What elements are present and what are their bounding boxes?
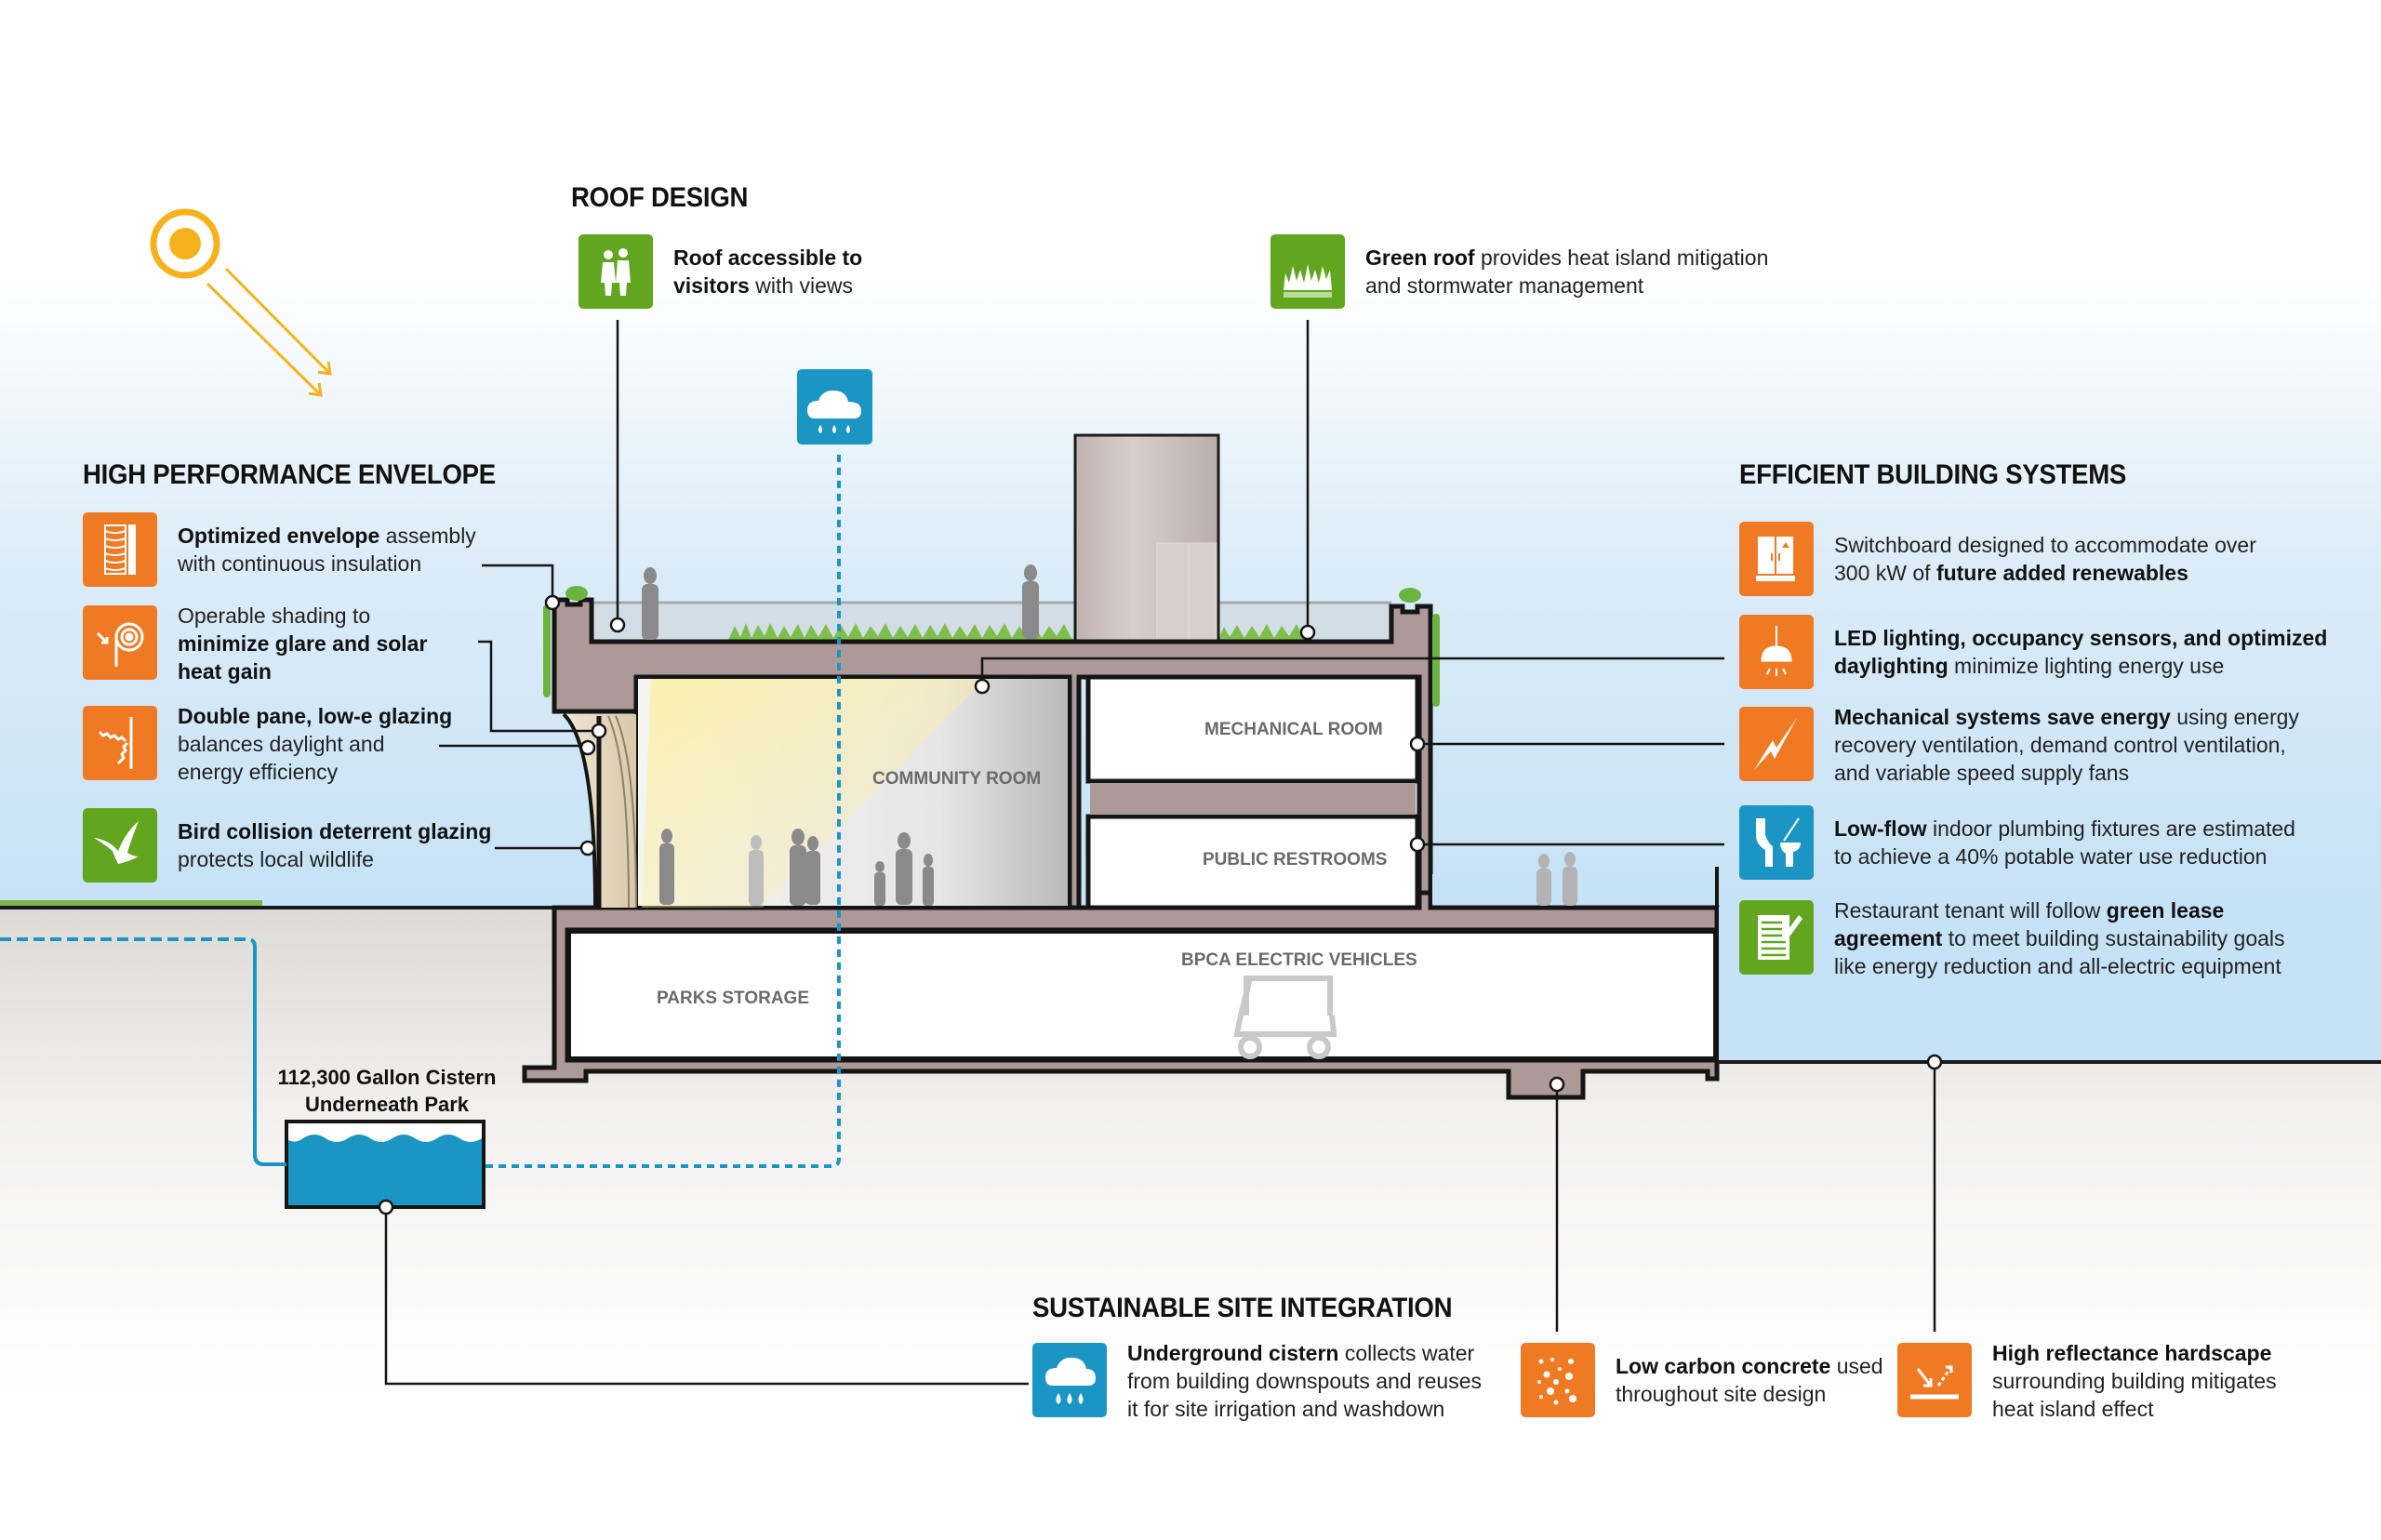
feature-systems-4: Restaurant tenant will follow green leas… — [1739, 898, 2285, 980]
mechanical-room — [1085, 674, 1420, 784]
public-restrooms — [1085, 814, 1420, 910]
lease-document-icon — [1739, 900, 1814, 975]
planter-vines — [543, 586, 1440, 707]
lightning-icon — [1739, 707, 1814, 781]
heading-systems: EFFICIENT BUILDING SYSTEMS — [1739, 459, 2127, 490]
glazing-icon — [83, 706, 157, 780]
people-silhouettes — [642, 564, 1577, 906]
water-pipes — [0, 452, 841, 1168]
feature-description: Switchboard designed to accommodate over… — [1834, 533, 2256, 585]
room-label-mechanical: MECHANICAL ROOM — [1204, 720, 1383, 739]
room-label-parks-storage: PARKS STORAGE — [657, 989, 809, 1008]
feature-description: Mechanical systems save energy using ene… — [1834, 705, 2299, 785]
feature-systems-2: Mechanical systems save energy using ene… — [1739, 705, 2299, 787]
callout-dots — [378, 594, 1943, 1215]
bird-icon — [83, 808, 157, 883]
feature-description: Restaurant tenant will follow green leas… — [1834, 898, 2285, 978]
basement — [567, 930, 1717, 1060]
ground-grass — [0, 900, 262, 907]
visitors-icon — [579, 234, 653, 309]
feature-description: LED lighting, occupancy sensors, and opt… — [1834, 626, 2328, 678]
sun-icon — [150, 208, 332, 397]
feature-roof-design-1: Green roof provides heat island mitigati… — [1270, 234, 1768, 309]
feature-description: Low-flow indoor plumbing fixtures are es… — [1834, 816, 2295, 869]
switchboard-icon — [1739, 522, 1814, 596]
heading-envelope: HIGH PERFORMANCE ENVELOPE — [83, 459, 496, 490]
callout-lines — [384, 320, 1936, 1386]
cistern-label-line-1: 112,300 Gallon Cistern — [277, 1066, 497, 1089]
grass-icon — [1270, 234, 1345, 309]
heading-roof-design: ROOF DESIGN — [571, 182, 749, 213]
roof-tower — [1073, 433, 1220, 644]
rain-cloud-icon-roof — [797, 369, 872, 445]
insulation-icon — [83, 512, 157, 587]
lamp-icon — [1739, 615, 1814, 689]
cistern-tank — [285, 1120, 486, 1209]
plumbing-fixture-icon — [1739, 805, 1814, 880]
reflectance-icon — [1897, 1343, 1972, 1417]
shading-icon — [83, 605, 157, 680]
cistern-label-line-2: Underneath Park — [304, 1093, 470, 1116]
feature-systems-3: Low-flow indoor plumbing fixtures are es… — [1739, 805, 2295, 880]
room-label-community: COMMUNITY ROOM — [872, 769, 1041, 789]
rain-cloud-icon — [1032, 1343, 1107, 1417]
green-roof-grass — [728, 623, 1308, 640]
cistern-label: 112,300 Gallon Cistern Underneath Park — [262, 1064, 512, 1118]
feature-description: Green roof provides heat island mitigati… — [1365, 246, 1769, 298]
room-label-electric-vehicles: BPCA ELECTRIC VEHICLES — [1181, 950, 1417, 970]
electric-vehicle-icon — [1233, 976, 1337, 1059]
concrete-icon — [1521, 1343, 1595, 1417]
room-label-restrooms: PUBLIC RESTROOMS — [1203, 850, 1387, 870]
feature-systems-0: Switchboard designed to accommodate over… — [1739, 522, 2256, 596]
heading-site: SUSTAINABLE SITE INTEGRATION — [1032, 1293, 1453, 1323]
feature-systems-1: LED lighting, occupancy sensors, and opt… — [1739, 615, 2327, 689]
